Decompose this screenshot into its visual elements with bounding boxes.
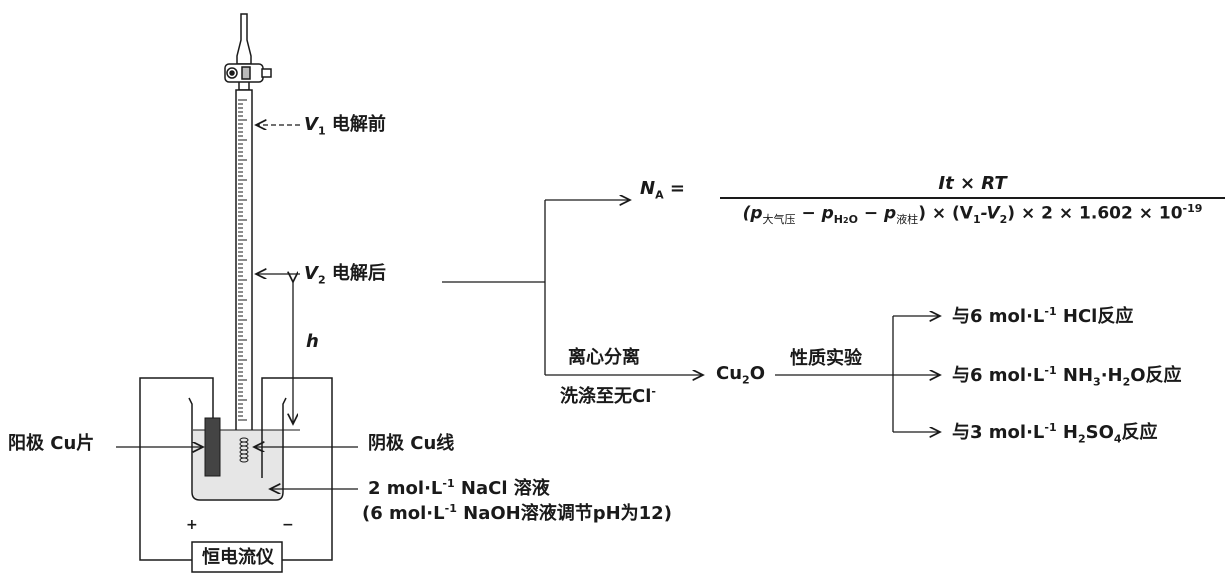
formula-denominator: (p大气压 − pH2O − p液柱) × (V1-V2) × 2 × 1.60… — [742, 202, 1203, 227]
anode-label: 阳极 Cu片 — [8, 433, 95, 454]
burette — [235, 89, 253, 471]
circuit-wires — [139, 377, 333, 573]
flow-lines — [442, 200, 940, 432]
centrifuge-label: 离心分离 — [568, 347, 640, 368]
power-supply-label: 恒电流仪 — [202, 547, 274, 568]
fraction-bar — [720, 197, 1225, 199]
reaction-ammonia: 与6 mol·L-1 NH3·H2O反应 — [952, 364, 1182, 389]
v1-label: V1 电解前 — [304, 114, 386, 138]
reaction-sulfuric: 与3 mol·L-1 H2SO4反应 — [952, 421, 1158, 446]
cu2o-label: Cu2O — [716, 363, 765, 387]
wash-label: 洗涤至无Cl- — [560, 385, 656, 407]
minus-sign: − — [282, 517, 294, 533]
solution-label: 2 mol·L-1 NaCl 溶液 — [368, 477, 550, 499]
formula-numerator: It × RT — [938, 173, 1007, 194]
cathode-coil — [239, 437, 249, 463]
solution-note: (6 mol·L-1 NaOH溶液调节pH为12) — [362, 502, 672, 524]
burette-stopcock — [224, 13, 272, 91]
cathode-label: 阴极 Cu线 — [368, 433, 455, 454]
v2-label: V2 电解后 — [304, 263, 386, 287]
property-test-label: 性质实验 — [790, 348, 862, 369]
avogadro-formula-lhs: NA = — [640, 178, 685, 202]
plus-sign: + — [186, 517, 198, 533]
reaction-hcl: 与6 mol·L-1 HCl反应 — [952, 305, 1134, 327]
anode-plate — [204, 417, 221, 477]
avogadro-formula-fraction: It × RT (p大气压 − pH2O − p液柱) × (V1-V2) × … — [720, 173, 1225, 227]
h-label: h — [306, 331, 319, 352]
